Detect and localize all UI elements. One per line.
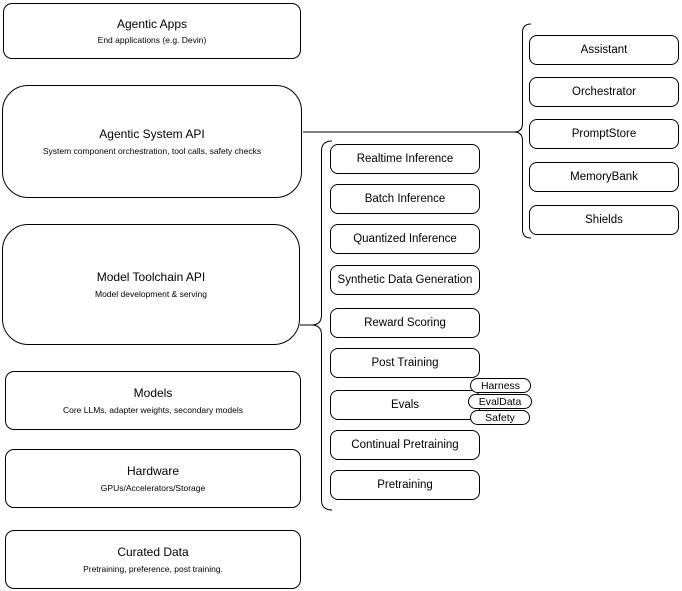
node-shields-label: Shields	[585, 214, 623, 226]
node-pretraining: Pretraining	[330, 470, 480, 500]
node-realtime-inference: Realtime Inference	[330, 144, 480, 174]
node-batch-inference: Batch Inference	[330, 184, 480, 214]
node-agentic-system-api-subtitle: System component orchestration, tool cal…	[42, 145, 262, 156]
node-continual-pretraining-label: Continual Pretraining	[351, 439, 459, 451]
node-evals-label: Evals	[390, 399, 420, 411]
node-realtime-inference-label: Realtime Inference	[356, 153, 454, 165]
tag-safety-label: Safety	[485, 411, 515, 424]
node-model-toolchain-api: Model Toolchain API Model development & …	[2, 224, 300, 345]
node-reward-scoring-label: Reward Scoring	[364, 317, 446, 329]
node-post-training: Post Training	[330, 348, 480, 378]
node-orchestrator-label: Orchestrator	[572, 86, 636, 98]
node-orchestrator: Orchestrator	[529, 77, 679, 107]
node-promptstore: PromptStore	[529, 119, 679, 149]
node-agentic-apps-title: Agentic Apps	[116, 16, 188, 31]
tag-harness-label: Harness	[480, 379, 521, 392]
node-reward-scoring: Reward Scoring	[330, 308, 480, 338]
brace-toolchain	[311, 140, 333, 511]
node-post-training-label: Post Training	[371, 357, 439, 369]
node-agentic-apps: Agentic Apps End applications (e.g. Devi…	[3, 3, 301, 59]
node-hardware-subtitle: GPUs/Accelerators/Storage	[100, 482, 206, 493]
node-agentic-system-api: Agentic System API System component orch…	[2, 85, 302, 198]
node-assistant: Assistant	[529, 35, 679, 65]
node-quantized-inference: Quantized Inference	[330, 224, 480, 254]
node-agentic-apps-subtitle: End applications (e.g. Devin)	[97, 35, 207, 46]
node-hardware: Hardware GPUs/Accelerators/Storage	[5, 449, 301, 508]
node-models: Models Core LLMs, adapter weights, secon…	[5, 371, 301, 430]
node-model-toolchain-api-subtitle: Model development & serving	[95, 288, 207, 299]
node-agentic-system-api-title: Agentic System API	[99, 127, 205, 142]
node-pretraining-label: Pretraining	[377, 479, 433, 491]
node-curated-data-title: Curated Data	[117, 545, 189, 560]
node-continual-pretraining: Continual Pretraining	[330, 430, 480, 460]
node-quantized-inference-label: Quantized Inference	[353, 233, 457, 245]
node-memorybank-label: MemoryBank	[570, 171, 638, 183]
node-batch-inference-label: Batch Inference	[364, 193, 446, 205]
tag-evaldata-label: EvalData	[478, 395, 522, 408]
node-memorybank: MemoryBank	[529, 162, 679, 192]
node-models-title: Models	[133, 386, 173, 401]
node-curated-data-subtitle: Pretraining, preference, post training.	[83, 563, 223, 574]
node-shields: Shields	[529, 205, 679, 235]
tag-evaldata: EvalData	[468, 394, 532, 409]
node-hardware-title: Hardware	[126, 464, 180, 479]
node-synthetic-data-generation-label: Synthetic Data Generation	[337, 274, 473, 286]
node-model-toolchain-api-title: Model Toolchain API	[96, 270, 206, 285]
tag-harness: Harness	[470, 378, 531, 393]
node-curated-data: Curated Data Pretraining, preference, po…	[5, 530, 301, 589]
node-evals: Evals	[330, 390, 480, 420]
tag-safety: Safety	[470, 410, 530, 425]
node-promptstore-label: PromptStore	[571, 128, 637, 140]
node-synthetic-data-generation: Synthetic Data Generation	[330, 265, 480, 295]
node-models-subtitle: Core LLMs, adapter weights, secondary mo…	[62, 404, 243, 415]
node-assistant-label: Assistant	[580, 44, 628, 56]
